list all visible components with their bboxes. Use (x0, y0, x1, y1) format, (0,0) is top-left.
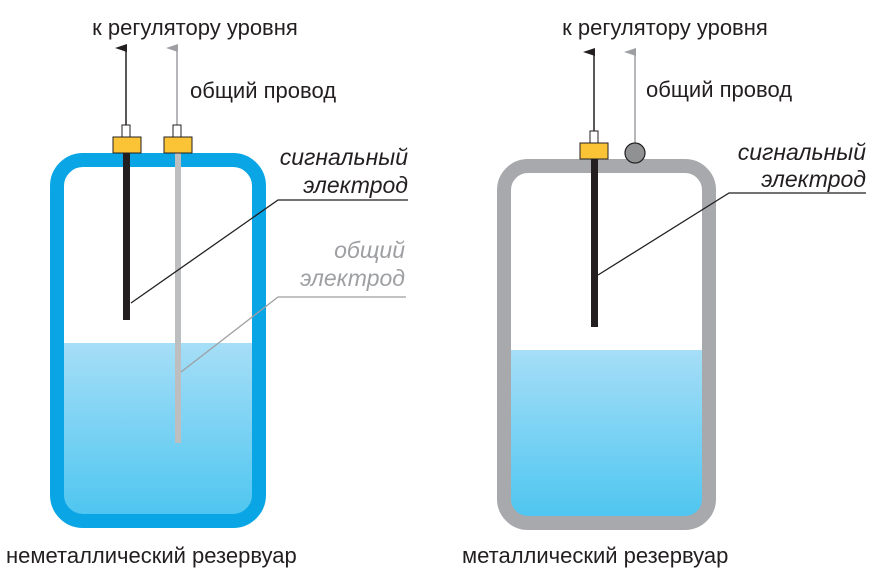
ground-terminal (624, 142, 646, 164)
water (64, 343, 252, 514)
signal-electrode-label: электрод (303, 172, 408, 198)
common-electrode-label: электрод (300, 265, 405, 291)
common-electrode (175, 153, 181, 443)
signal-electrode-label: сигнальный (738, 139, 866, 165)
signal-leader-line (130, 199, 408, 304)
tank-caption: металлический резервуар (462, 543, 728, 568)
terminal (121, 124, 131, 138)
connector (579, 142, 609, 160)
common-leader-line (180, 296, 406, 373)
signal-electrode (591, 159, 598, 327)
water (511, 350, 702, 516)
metal-tank: к регулятору уровня общий провод сигналь… (462, 15, 866, 568)
common-electrode-label: общий (334, 237, 405, 263)
to-regulator-label: к регулятору уровня (562, 15, 768, 40)
common-wire-label: общий провод (190, 78, 336, 103)
signal-leader-line (597, 192, 866, 276)
common-wire-label: общий провод (646, 77, 792, 102)
connector (163, 136, 193, 154)
tank-wall (497, 159, 716, 530)
to-regulator-label: к регулятору уровня (92, 15, 298, 40)
tank-caption: неметаллический резервуар (6, 543, 297, 568)
terminal (589, 130, 599, 144)
connector (112, 136, 142, 154)
nonmetal-tank: к регулятору уровня общий провод сигналь… (6, 15, 408, 568)
signal-electrode-label: сигнальный (280, 144, 408, 170)
signal-electrode-label: электрод (761, 166, 866, 192)
tank-wall (50, 153, 266, 528)
terminal (172, 124, 182, 138)
signal-electrode (123, 153, 130, 320)
